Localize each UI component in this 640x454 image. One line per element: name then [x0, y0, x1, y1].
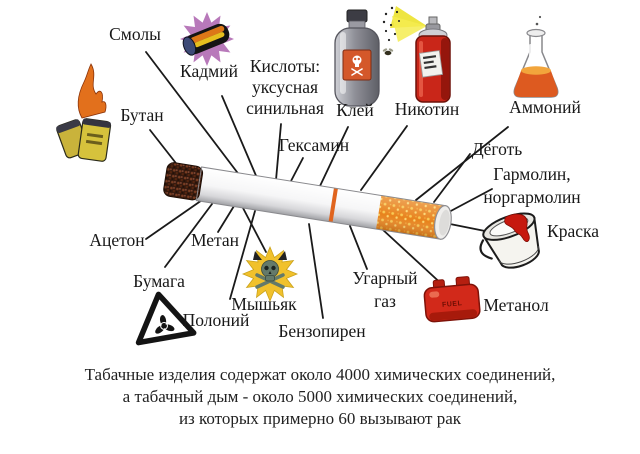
leader-line-arsenic [242, 207, 267, 253]
label-butane: Бутан [120, 105, 164, 125]
label-polonium: Полоний [182, 310, 250, 330]
leader-line-acids [275, 123, 282, 181]
fuel-can-icon: FUEL [423, 276, 481, 323]
leader-line-benzopyrene [308, 223, 324, 319]
leader-line-hexamine [290, 157, 304, 182]
footer-line-3: из которых примерно 60 вызывают рак [178, 409, 462, 428]
leader-line-acetone [145, 197, 206, 240]
cigarette-body [196, 167, 382, 230]
footer-line-2: а табачный дым - около 5000 химических с… [122, 387, 518, 406]
label-arsenic: Мышьяк [231, 294, 297, 314]
label-ammonium: Аммоний [509, 97, 581, 117]
label-paper: Бумага [133, 271, 185, 291]
label-pitch: Дёготь [471, 139, 523, 159]
lighter-icon [56, 63, 112, 162]
label-hexamine: Гексамин [278, 135, 350, 155]
label-glue: Клей [336, 100, 374, 120]
label-carbon-monoxide: Угарный газ [352, 268, 418, 311]
cigarette-burnt-tip [163, 162, 204, 201]
label-nicotine: Никотин [394, 99, 460, 119]
label-tar: Смолы [109, 24, 161, 44]
label-methane: Метан [190, 230, 240, 250]
skull-label [351, 55, 363, 76]
glue-bottle-icon [334, 9, 380, 107]
leader-line-pitch [433, 153, 471, 203]
cigarette-illustration [163, 162, 452, 240]
label-paint: Краска [547, 221, 599, 241]
radiation-triangle-icon [135, 291, 197, 346]
leader-line-paper [164, 203, 213, 268]
label-acetone: Ацетон [89, 230, 145, 250]
cigarette-orange-ring [328, 187, 338, 223]
label-harmaline: Гармолин, норгармолин [483, 164, 581, 207]
leader-line-nicotine [360, 125, 408, 191]
label-methanol: Метанол [483, 295, 549, 315]
leader-line-polonium [229, 210, 256, 300]
paint-can-icon [479, 212, 540, 269]
label-acids: Кислоты: уксусная синильная [246, 56, 324, 118]
footer-caption: Табачные изделия содержат около 4000 хим… [0, 364, 640, 430]
bug [382, 48, 394, 56]
leader-line-methane [217, 205, 235, 233]
leader-line-carbon-monoxide [349, 225, 368, 270]
battery-icon [180, 12, 234, 66]
paint-drip [504, 213, 530, 242]
leader-line-tar [145, 51, 241, 177]
leader-line-methanol [381, 228, 447, 289]
footer-line-1: Табачные изделия содержат около 4000 хим… [84, 365, 556, 384]
spray-can-icon [382, 6, 451, 103]
leader-line-cadmium [221, 95, 258, 179]
leader-line-glue [319, 126, 349, 187]
skull-crossbones-icon [241, 245, 299, 303]
label-benzopyrene: Бензопирен [278, 321, 366, 341]
label-cadmium: Кадмий [180, 61, 238, 81]
can-handle [479, 239, 493, 260]
flask-icon [513, 15, 559, 98]
leader-line-harmaline [446, 188, 493, 214]
fuel-can-text: FUEL [442, 300, 463, 309]
